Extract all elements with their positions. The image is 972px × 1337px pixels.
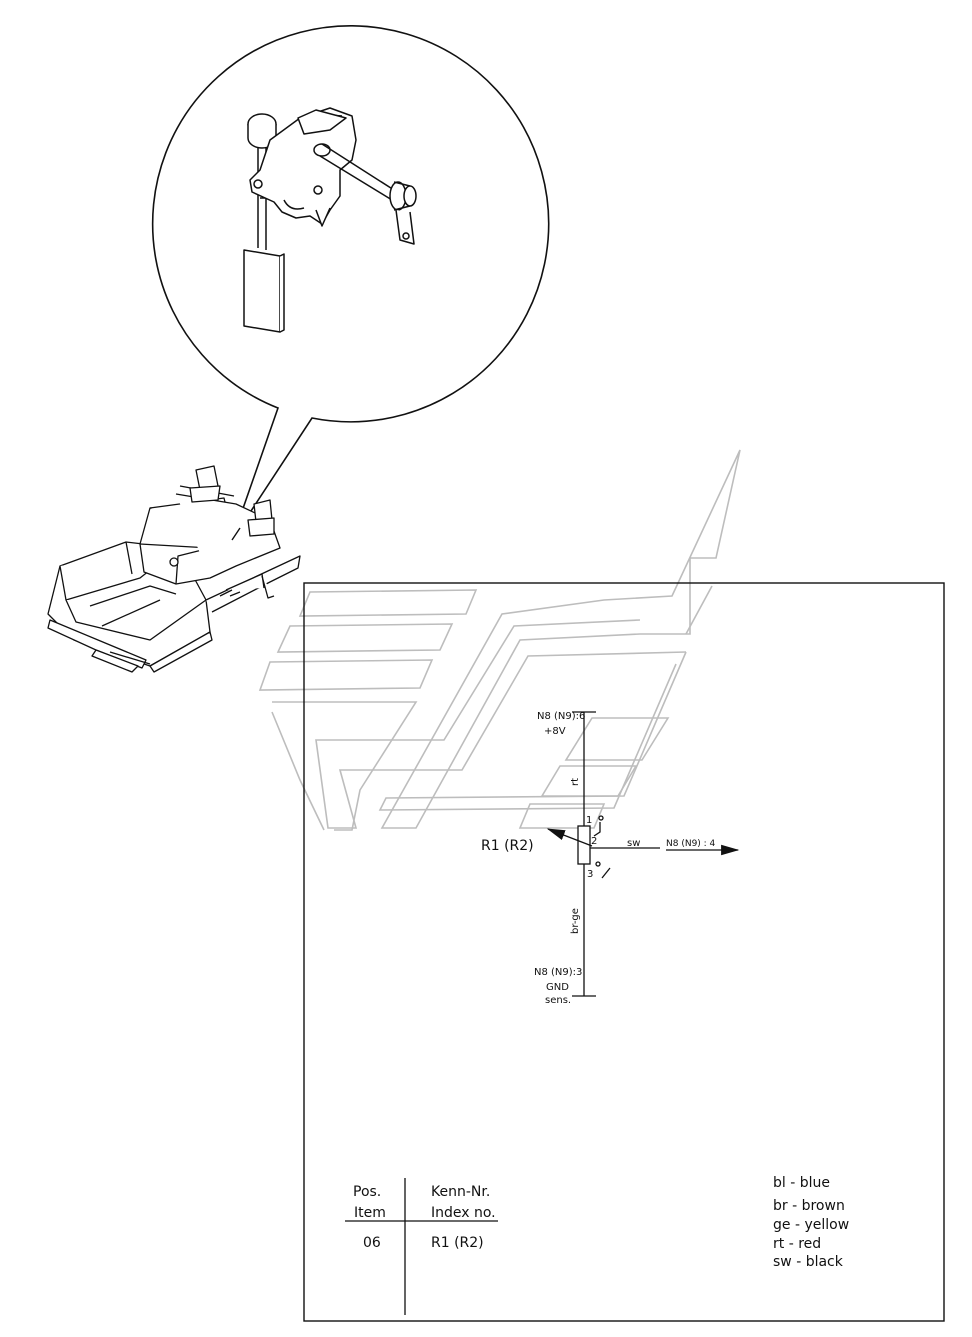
- detail-magnifier: [151, 25, 550, 541]
- table-cell-index: R1 (R2): [431, 1235, 484, 1251]
- watermark-logo: [258, 449, 741, 831]
- legend-item: sw - black: [773, 1254, 844, 1270]
- table-header-pos: Pos.: [353, 1184, 381, 1200]
- legend-item: br - brown: [773, 1198, 845, 1214]
- supply-node-label: N8 (N9):6: [537, 711, 585, 722]
- parts-table: Pos. Item Kenn-Nr. Index no. 06 R1 (R2): [345, 1178, 498, 1315]
- schematic-wiring: [546, 711, 740, 997]
- ground-wire-color-label: br-ge: [570, 908, 581, 934]
- ground-node-label: N8 (N9):3: [534, 967, 582, 978]
- pin3-hook: [601, 867, 611, 879]
- component-label: R1 (R2): [481, 838, 534, 854]
- pin-3-label: 3: [587, 869, 593, 880]
- table-header-kenn-nr: Kenn-Nr.: [431, 1184, 490, 1200]
- asphalt-paver-illustration: [47, 465, 301, 673]
- supply-voltage-label: +8V: [544, 726, 566, 737]
- supply-wire-color-label: rt: [570, 778, 581, 786]
- ground-sens-label: sens.: [545, 995, 571, 1006]
- ground-gnd-label: GND: [546, 982, 569, 993]
- table-cell-pos: 06: [363, 1235, 381, 1251]
- output-node-label: N8 (N9) : 4: [666, 839, 716, 849]
- legend-item: bl - blue: [773, 1175, 830, 1191]
- legend-item: rt - red: [773, 1236, 821, 1252]
- table-header-index-no: Index no.: [431, 1205, 496, 1221]
- pin-2-label: 2: [591, 836, 597, 847]
- pin1-hook: [593, 822, 601, 837]
- wiper-wire-color-label: sw: [627, 838, 640, 849]
- magnifier-bubble-outline: [151, 25, 550, 541]
- potentiometer-wiper-arrow: [546, 828, 593, 847]
- leader-line: [231, 527, 241, 541]
- color-legend: bl - blue br - brown ge - yellow rt - re…: [773, 1175, 849, 1270]
- table-header-item: Item: [354, 1205, 386, 1221]
- legend-item: ge - yellow: [773, 1217, 849, 1233]
- pedal-assembly-illustration: [243, 107, 417, 333]
- pin-1-label: 1: [586, 815, 592, 826]
- schematic-frame: [303, 582, 945, 1322]
